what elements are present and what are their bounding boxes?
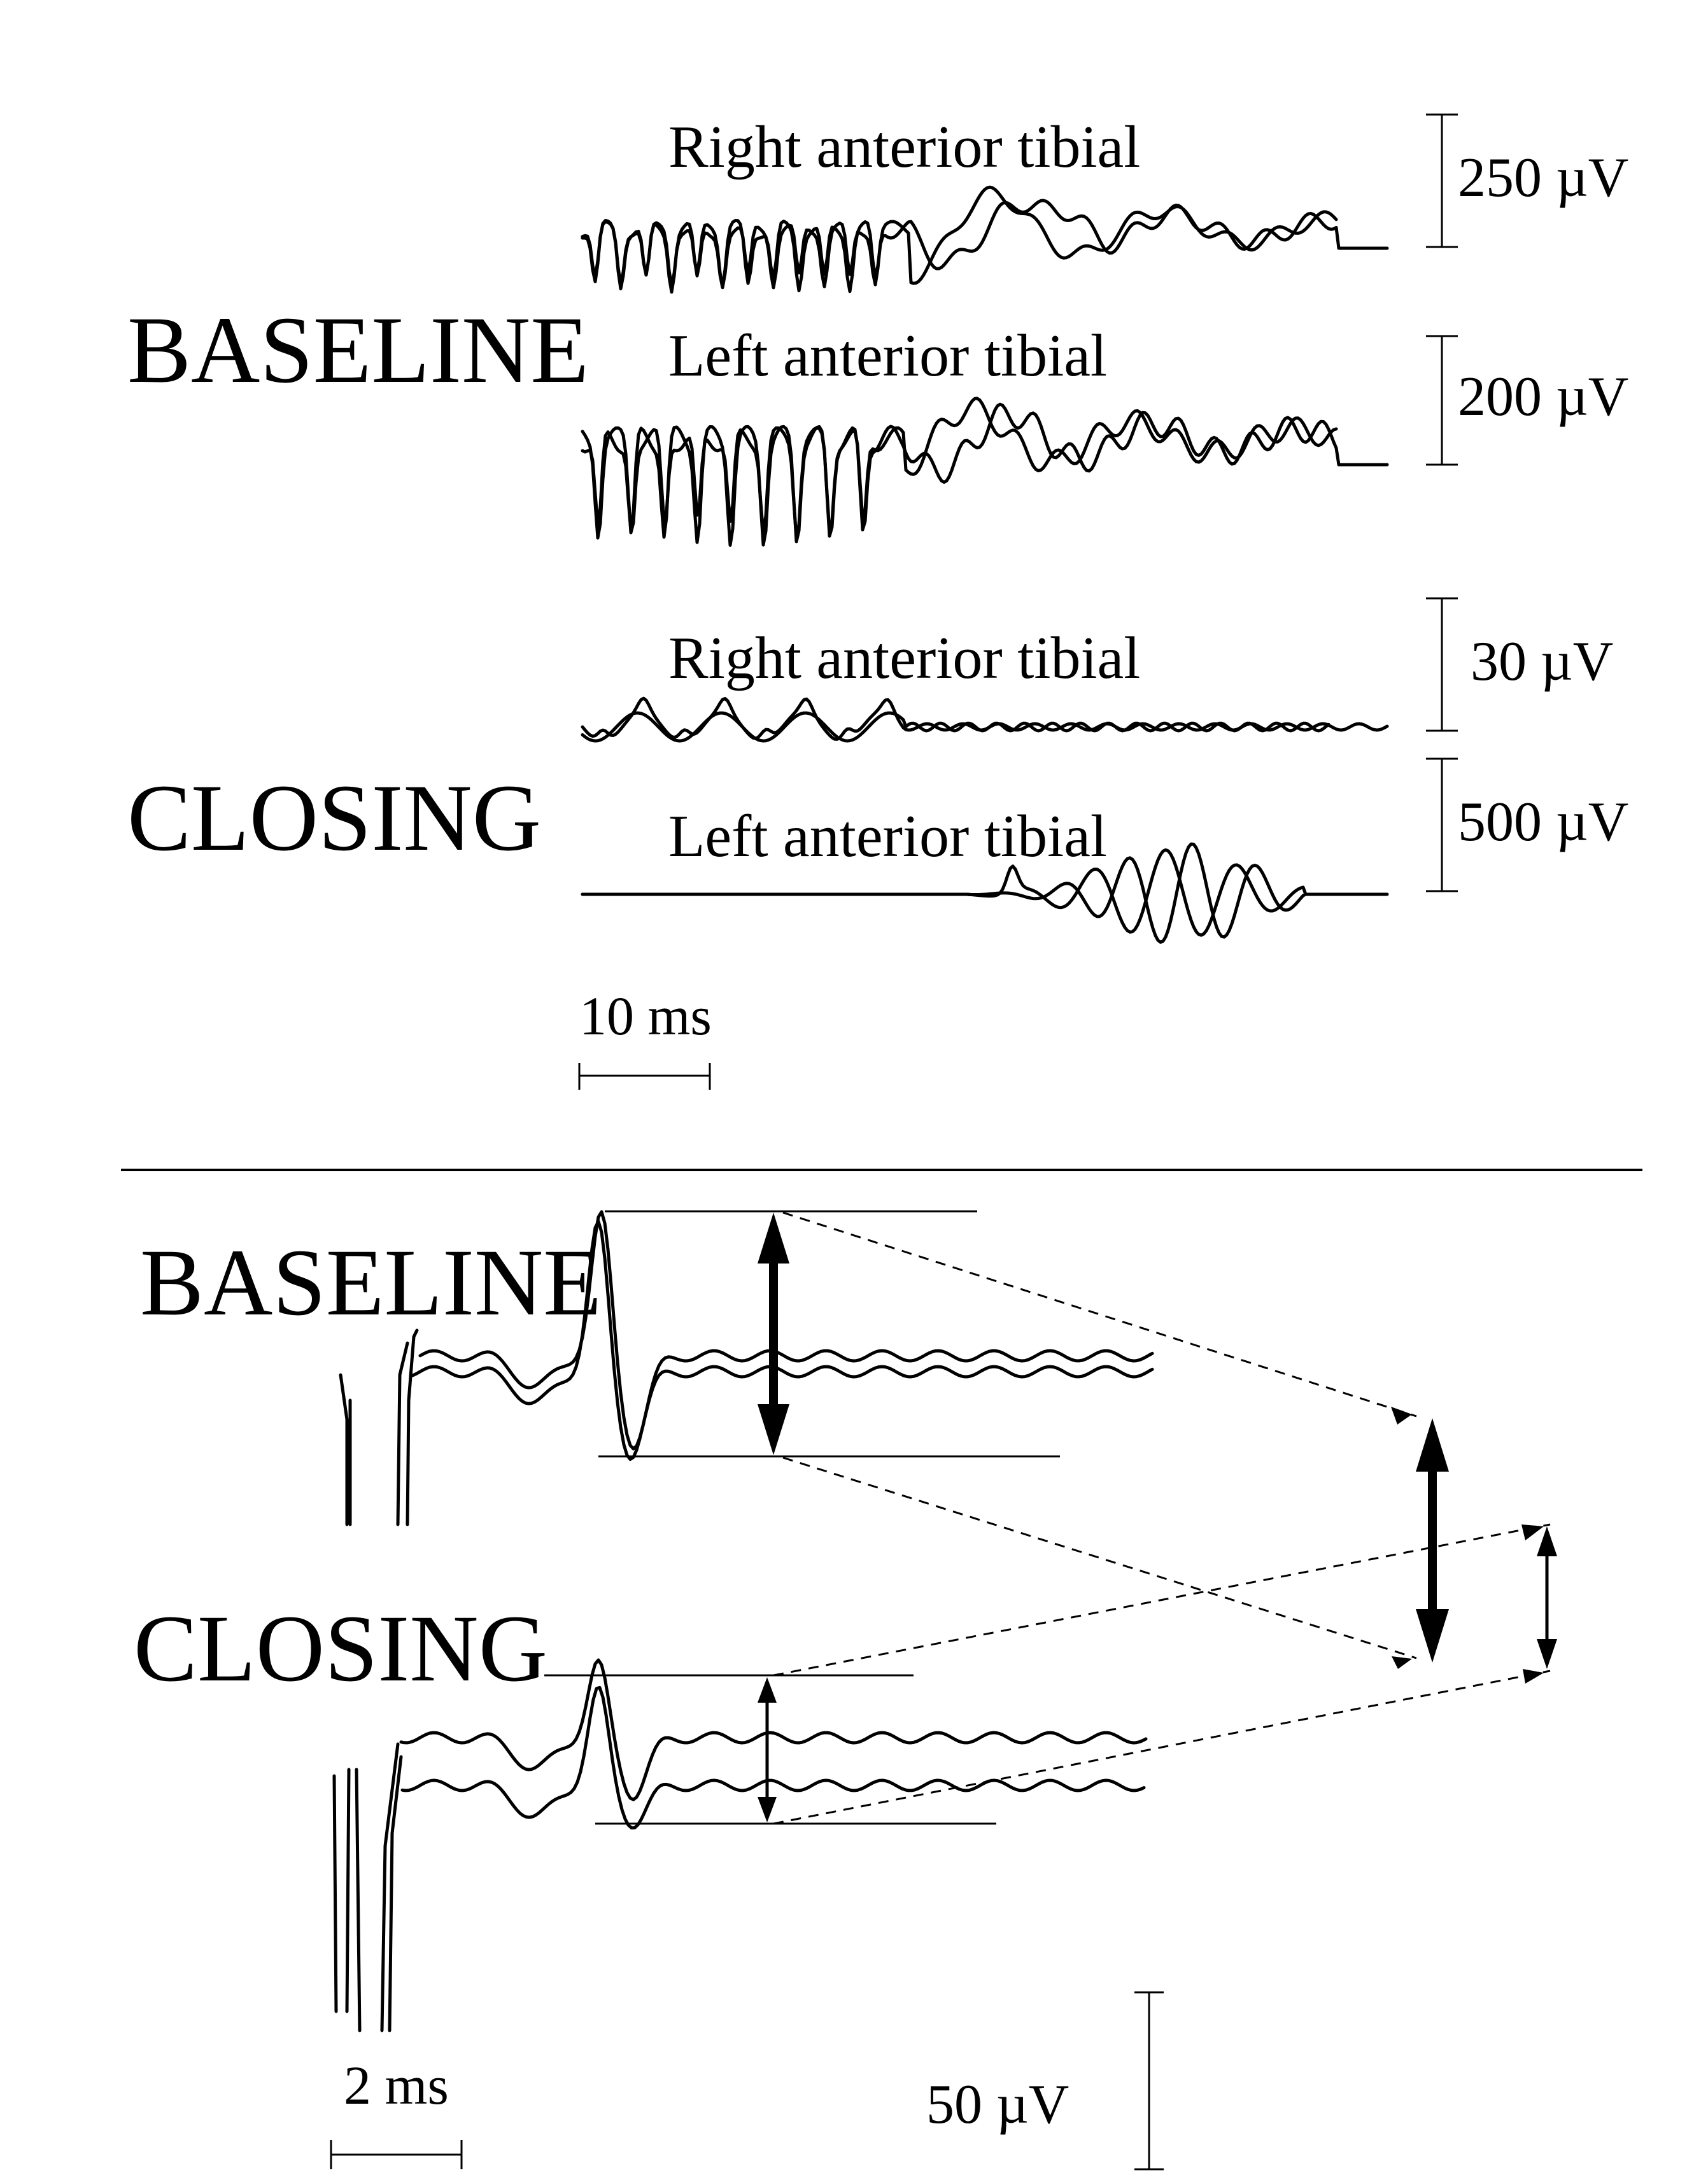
bottom-traces — [332, 1210, 1154, 2032]
baseline-amplitude-arrow — [758, 1213, 789, 1455]
scale-bar-200uv — [1426, 335, 1458, 466]
time-scale-bar-2ms — [330, 2140, 463, 2169]
scale-bar-500uv — [1426, 757, 1458, 892]
trace-right-baseline-b — [581, 185, 1338, 290]
bottom-trace-closing-a — [332, 1658, 1148, 2032]
trace-label-right-baseline: Right anterior tibial — [668, 114, 1140, 180]
amplitude-scale-bar-50uv — [1134, 1991, 1164, 2171]
trace-right-closing-b — [581, 711, 1330, 743]
scale-label-30uv: 30 µV — [1471, 631, 1613, 693]
bottom-trace-baseline-b — [348, 1220, 1154, 1526]
scale-label-500uv: 500 µV — [1458, 791, 1628, 853]
trace-left-baseline-b — [581, 397, 1338, 540]
top-baseline-label: BASELINE — [127, 297, 589, 403]
trace-right-closing-a — [581, 696, 1389, 741]
scale-label-250uv: 250 µV — [1458, 147, 1628, 209]
dash-arrowhead-1 — [1391, 1407, 1412, 1425]
scale-bar-250uv — [1426, 113, 1458, 248]
dash-arrowhead-4 — [1523, 1669, 1544, 1684]
top-closing-label: CLOSING — [127, 765, 541, 871]
bottom-baseline-label: BASELINE — [140, 1230, 602, 1335]
scale-label-200uv: 200 µV — [1458, 366, 1628, 428]
trace-right-baseline-a — [581, 199, 1389, 294]
time-scale-bar-10ms — [578, 1063, 711, 1090]
time-scale-label-2ms: 2 ms — [344, 2055, 449, 2116]
dash-arrowhead-2 — [1392, 1656, 1412, 1669]
trace-left-baseline-a — [581, 402, 1389, 547]
baseline-comparison-arrow — [1416, 1418, 1449, 1663]
dash-arrowhead-3 — [1521, 1524, 1544, 1540]
projection-lines — [773, 1211, 1551, 1825]
bottom-trace-closing-b — [388, 1686, 1146, 2032]
trace-label-left-baseline: Left anterior tibial — [668, 323, 1107, 389]
top-traces — [581, 185, 1389, 944]
amplitude-scale-label-50uv: 50 µV — [926, 2074, 1069, 2136]
trace-label-left-closing: Left anterior tibial — [668, 803, 1107, 869]
trace-left-closing-b — [581, 842, 1325, 944]
closing-comparison-arrow — [1537, 1526, 1557, 1669]
time-scale-label-10ms: 10 ms — [579, 985, 712, 1046]
scale-bar-30uv — [1426, 597, 1458, 732]
closing-amplitude-arrow — [758, 1677, 777, 1822]
bottom-trace-baseline-a — [339, 1210, 1154, 1526]
bottom-closing-label: CLOSING — [134, 1596, 547, 1701]
trace-label-right-closing: Right anterior tibial — [668, 625, 1140, 691]
